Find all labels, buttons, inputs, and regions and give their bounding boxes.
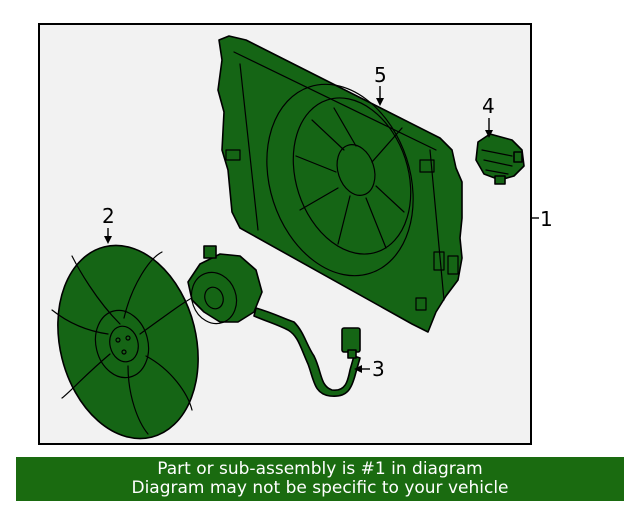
callout-4: 4	[482, 94, 495, 118]
banner-line-1: Part or sub-assembly is #1 in diagram	[157, 459, 483, 479]
callout-5-arrow	[376, 98, 384, 106]
callout-4-arrow	[485, 130, 493, 138]
callout-2: 2	[102, 204, 115, 228]
fan-part-2[interactable]	[38, 230, 217, 453]
callout-2-arrow	[104, 236, 112, 244]
callout-3-arrow	[354, 365, 362, 373]
module-part-4[interactable]	[475, 133, 525, 185]
callout-5: 5	[374, 63, 387, 87]
callout-1: 1	[540, 207, 553, 231]
shroud-part-5[interactable]	[217, 35, 463, 333]
info-banner: Part or sub-assembly is #1 in diagram Di…	[16, 457, 624, 501]
callout-3: 3	[372, 357, 385, 381]
motor-part-3[interactable]	[184, 245, 361, 397]
banner-line-2: Diagram may not be specific to your vehi…	[131, 478, 509, 498]
